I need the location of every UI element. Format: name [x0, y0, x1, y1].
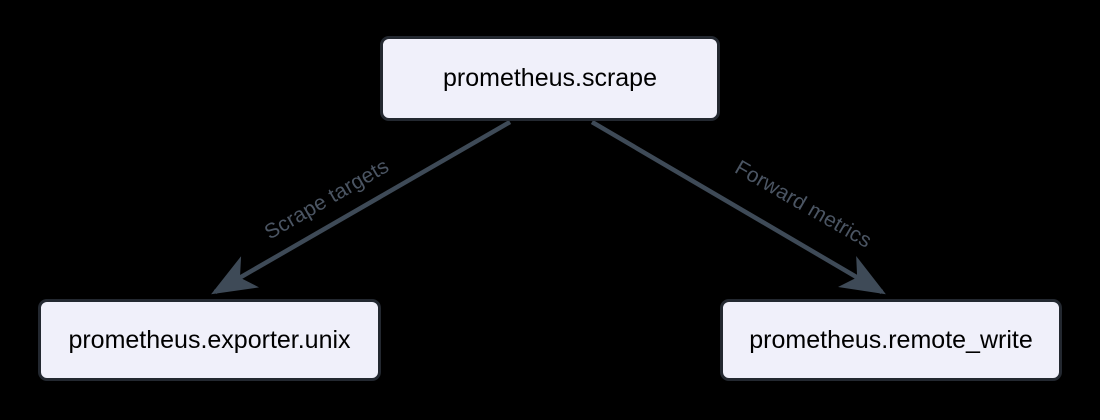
node-label: prometheus.exporter.unix: [68, 325, 351, 354]
node-label: prometheus.remote_write: [749, 325, 1033, 354]
node-prometheus-exporter-unix[interactable]: prometheus.exporter.unix: [38, 299, 381, 381]
edge-scrape-to-remote: [590, 120, 886, 295]
node-prometheus-remote-write[interactable]: prometheus.remote_write: [720, 299, 1062, 381]
edge-scrape-to-exporter: [211, 120, 512, 295]
edge-label-forward-metrics: Forward metrics: [731, 156, 875, 253]
node-label: prometheus.scrape: [442, 64, 657, 92]
node-prometheus-scrape[interactable]: prometheus.scrape: [380, 36, 720, 121]
